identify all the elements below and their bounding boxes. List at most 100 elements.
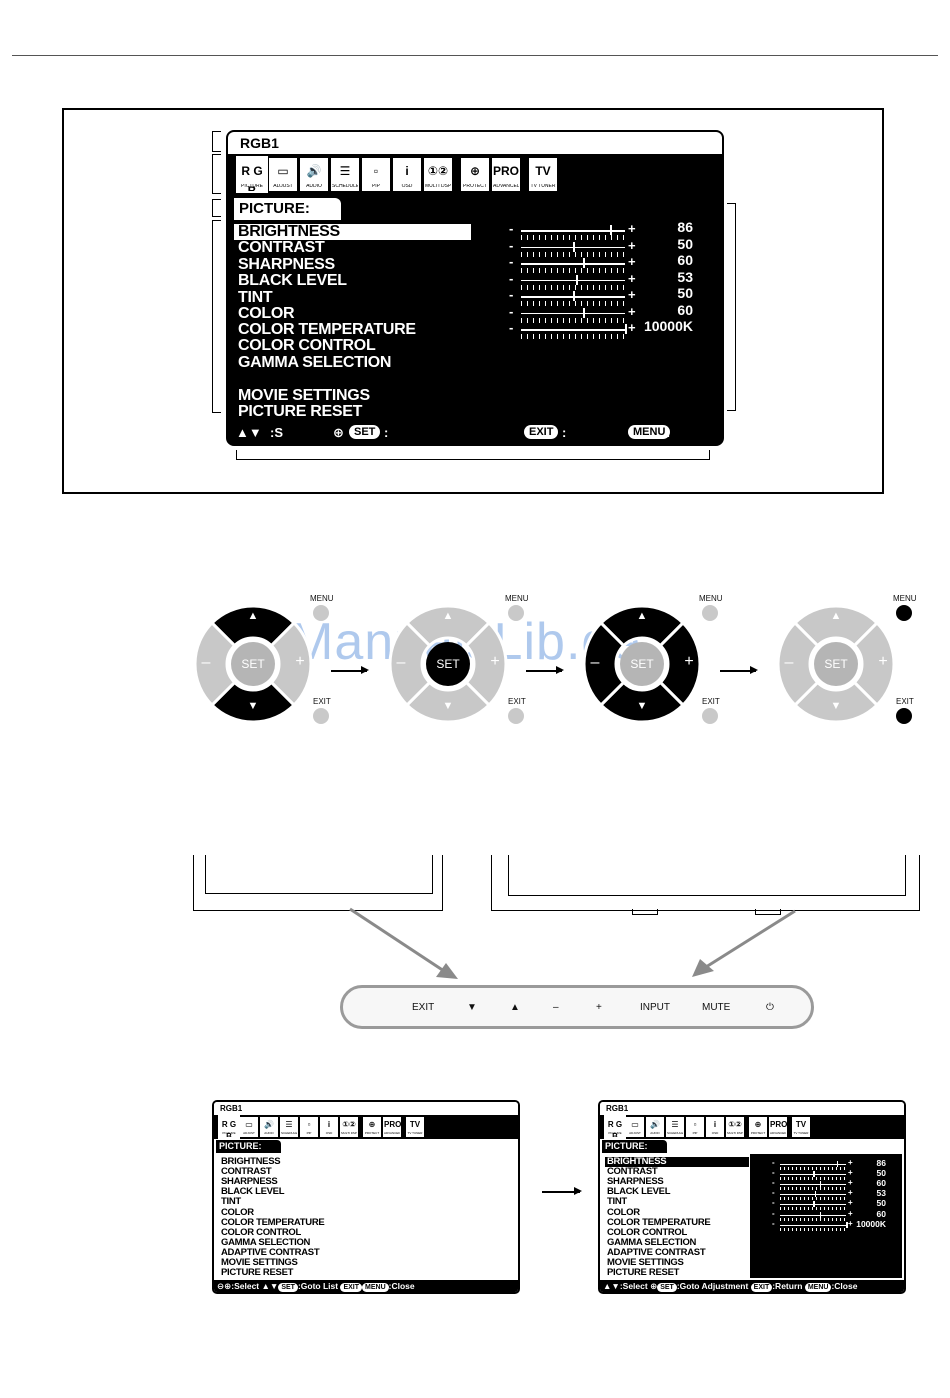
adjust-icon[interactable]: ▭ADJUST [240, 1117, 258, 1137]
menu-item[interactable]: CONTRAST [607, 1166, 658, 1178]
level-slider[interactable]: -+ [772, 1188, 854, 1202]
exit-button[interactable] [896, 708, 912, 724]
menu-item[interactable]: SHARPNESS [607, 1176, 664, 1188]
level-slider[interactable]: -+ [509, 238, 636, 259]
set-button[interactable]: SET [620, 642, 664, 686]
mute-key[interactable]: MUTE [702, 1002, 731, 1013]
menu-item[interactable]: COLOR CONTROL [607, 1226, 688, 1238]
level-slider[interactable]: -+ [772, 1158, 854, 1172]
level-slider[interactable]: -+ [509, 287, 636, 308]
schedule-icon[interactable]: ☰SCHEDULE [331, 158, 359, 191]
menu-item[interactable]: PICTURE RESET [238, 403, 363, 420]
input-key[interactable]: INPUT [640, 1002, 670, 1013]
menu-item[interactable]: PICTURE RESET [221, 1267, 294, 1279]
level-slider[interactable]: -+ [509, 304, 636, 325]
menu-item[interactable]: GAMMA SELECTION [238, 354, 392, 371]
level-slider[interactable]: -+ [772, 1209, 854, 1223]
menu-item[interactable]: BRIGHTNESS [221, 1156, 281, 1167]
adjust-icon[interactable]: ▭ADJUST [269, 158, 297, 191]
level-slider[interactable]: -+ [509, 221, 636, 242]
plus-key[interactable]: + [596, 1002, 602, 1013]
menu-item[interactable]: COLOR TEMPERATURE [607, 1216, 711, 1228]
set-button[interactable]: SET [426, 642, 470, 686]
menu-item[interactable]: ADAPTIVE CONTRAST [221, 1246, 320, 1258]
set-button[interactable]: SET [814, 642, 858, 686]
exit-key[interactable]: EXIT [412, 1002, 435, 1013]
menu-item[interactable]: CONTRAST [221, 1166, 272, 1178]
menu-item[interactable]: TINT [238, 289, 273, 306]
menu-item[interactable]: COLOR [607, 1206, 640, 1218]
menu-item[interactable]: BLACK LEVEL [238, 272, 347, 289]
menu-button[interactable] [313, 605, 329, 621]
schedule-icon[interactable]: ☰SCHEDULE [280, 1117, 298, 1137]
minus-key[interactable]: – [553, 1002, 559, 1013]
menu-item[interactable]: BLACK LEVEL [607, 1186, 671, 1198]
menu-item[interactable]: GAMMA SELECTION [607, 1236, 697, 1248]
down-key[interactable]: ▼ [467, 1002, 477, 1013]
level-slider[interactable]: -+ [509, 254, 636, 275]
menu-item[interactable]: BRIGHTNESS [605, 1157, 749, 1167]
level-slider[interactable]: -+ [509, 271, 636, 292]
menu-item[interactable]: COLOR TEMPERATURE [221, 1216, 325, 1228]
schedule-icon[interactable]: ☰SCHEDULE [666, 1117, 684, 1137]
up-key[interactable]: ▲ [510, 1002, 520, 1013]
level-slider[interactable]: -+ [509, 320, 636, 341]
exit-button[interactable] [508, 708, 524, 724]
menu-item[interactable]: PICTURE RESET [607, 1267, 680, 1279]
slider-knob [610, 225, 613, 235]
menu-button[interactable] [896, 605, 912, 621]
menu-button[interactable] [508, 605, 524, 621]
protect-icon[interactable]: ⊕PROTECT [461, 158, 489, 191]
protect-icon[interactable]: ⊕PROTECT [749, 1117, 767, 1137]
pip-icon[interactable]: ▫PIP [300, 1117, 318, 1137]
exit-button[interactable] [313, 708, 329, 724]
audio-icon[interactable]: 🔊AUDIO [300, 158, 328, 191]
menu-button[interactable] [702, 605, 718, 621]
level-slider[interactable]: -+ [772, 1168, 854, 1182]
pip-icon[interactable]: ▫PIP [362, 158, 390, 191]
menu-item[interactable]: SHARPNESS [221, 1176, 278, 1188]
level-slider[interactable]: -+ [772, 1219, 854, 1233]
menu-item[interactable]: TINT [607, 1196, 627, 1208]
protect-icon[interactable]: ⊕PROTECT [363, 1117, 381, 1137]
audio-icon[interactable]: 🔊AUDIO [260, 1117, 278, 1137]
level-slider[interactable]: -+ [772, 1198, 854, 1212]
menu-item[interactable]: COLOR CONTROL [221, 1226, 302, 1238]
adjust-icon[interactable]: ▭ADJUST [626, 1117, 644, 1137]
menu-item[interactable]: BLACK LEVEL [221, 1186, 285, 1198]
menu-item[interactable]: COLOR TEMPERATURE [238, 321, 416, 338]
audio-icon[interactable]: 🔊AUDIO [646, 1117, 664, 1137]
power-icon[interactable]: ⏻ [766, 1002, 774, 1013]
menu-item[interactable]: ADAPTIVE CONTRAST [607, 1246, 706, 1258]
menu-item[interactable]: BRIGHTNESS [234, 224, 471, 240]
menu-item[interactable]: TINT [221, 1196, 241, 1208]
level-slider[interactable]: -+ [772, 1178, 854, 1192]
menu-item[interactable]: MOVIE SETTINGS [607, 1257, 684, 1268]
exit-button[interactable] [702, 708, 718, 724]
menu-item[interactable]: COLOR CONTROL [238, 337, 376, 354]
menu-item[interactable]: MOVIE SETTINGS [221, 1257, 298, 1268]
menu-item[interactable]: COLOR [221, 1206, 254, 1218]
menu-item[interactable]: SHARPNESS [238, 256, 335, 273]
pip-icon[interactable]: ▫PIP [686, 1117, 704, 1137]
set-button[interactable]: SET [231, 642, 275, 686]
menu-item[interactable]: COLOR [238, 305, 295, 322]
menu-item[interactable]: GAMMA SELECTION [221, 1236, 311, 1248]
menu-item[interactable]: MOVIE SETTINGS [238, 387, 370, 404]
menu-item[interactable]: CONTRAST [238, 239, 325, 256]
